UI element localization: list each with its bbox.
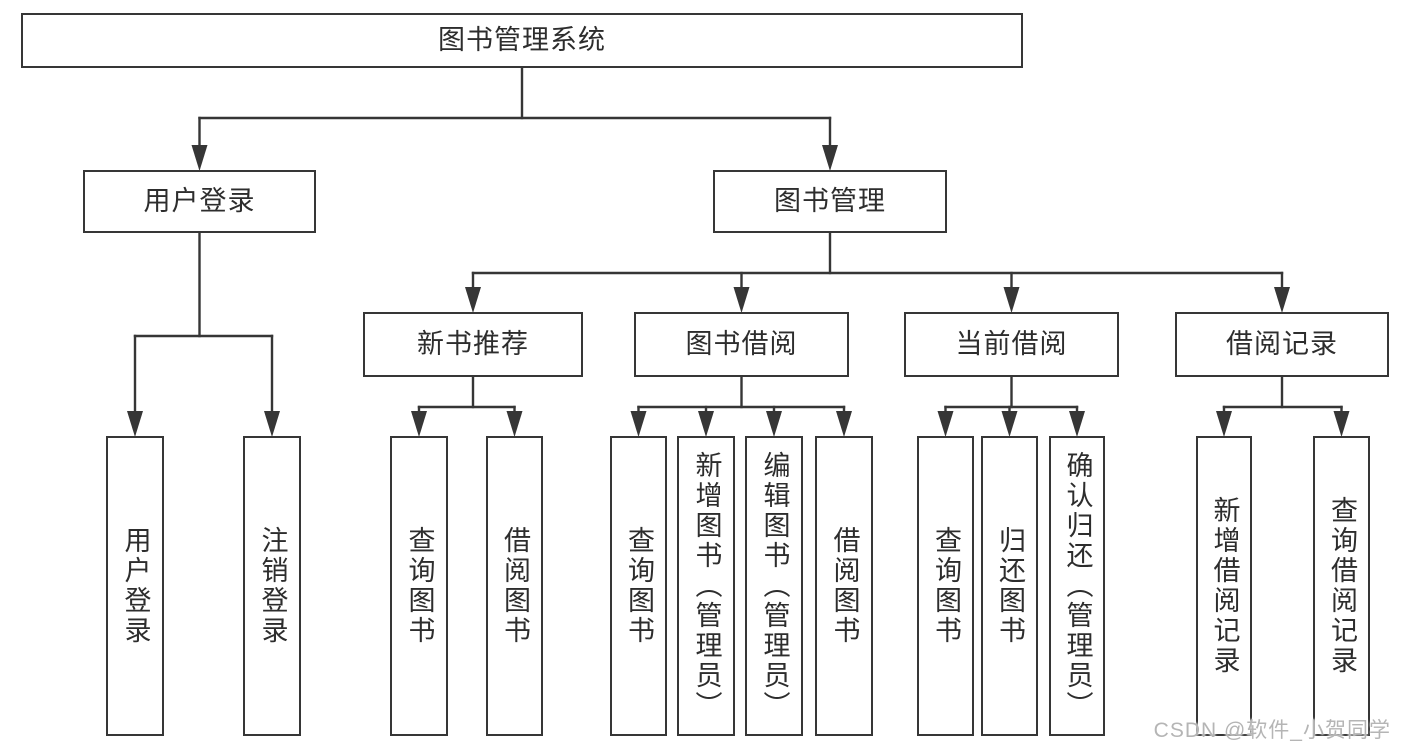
node-nb-query: 查询图书 — [390, 436, 448, 736]
node-nb-borrow: 借阅图书 — [486, 436, 543, 736]
edge-nb — [411, 375, 523, 437]
arrowhead-icon — [411, 411, 427, 437]
node-label-bb-add: 新增图书（管理员） — [691, 451, 722, 721]
node-mgmt: 图书管理 — [713, 170, 947, 233]
arrowhead-icon — [1216, 411, 1232, 437]
node-label-cb-query: 查询图书 — [931, 526, 961, 646]
arrowhead-icon — [264, 411, 280, 437]
arrowhead-icon — [733, 287, 750, 313]
arrowhead-icon — [630, 411, 647, 437]
node-cb-confirm: 确认归还（管理员） — [1049, 436, 1105, 736]
edge-login — [127, 231, 280, 437]
node-cb-return: 归还图书 — [981, 436, 1038, 736]
node-label-nb-query: 查询图书 — [404, 526, 435, 646]
node-root: 图书管理系统 — [21, 13, 1023, 68]
node-label-bb: 图书借阅 — [685, 329, 798, 359]
node-label-nb: 新书推荐 — [417, 329, 529, 359]
node-login: 用户登录 — [83, 170, 316, 233]
node-label-bb-edit: 编辑图书（管理员） — [759, 451, 790, 721]
arrowhead-icon — [1001, 411, 1018, 437]
node-label-cb-confirm: 确认归还（管理员） — [1062, 451, 1093, 721]
arrowhead-icon — [698, 411, 714, 437]
node-label-mgmt: 图书管理 — [774, 186, 886, 216]
node-label-br-add: 新增借阅记录 — [1209, 496, 1240, 676]
node-bb-edit: 编辑图书（管理员） — [745, 436, 803, 736]
node-label-bb-query: 查询图书 — [624, 526, 654, 646]
arrowhead-icon — [822, 145, 838, 171]
node-bb-borrow: 借阅图书 — [815, 436, 873, 736]
edge-bb — [630, 375, 852, 437]
node-br: 借阅记录 — [1175, 312, 1389, 377]
node-label-root: 图书管理系统 — [438, 25, 606, 55]
node-label-cb: 当前借阅 — [955, 329, 1068, 359]
node-label-login-user: 用户登录 — [120, 526, 151, 646]
node-label-nb-borrow: 借阅图书 — [500, 526, 530, 646]
arrowhead-icon — [836, 411, 852, 437]
node-br-add: 新增借阅记录 — [1196, 436, 1252, 736]
node-br-query: 查询借阅记录 — [1313, 436, 1370, 736]
node-label-login-logout: 注销登录 — [257, 526, 288, 646]
node-label-br: 借阅记录 — [1226, 329, 1338, 359]
arrowhead-icon — [1069, 411, 1085, 437]
edge-mgmt — [465, 231, 1290, 313]
node-bb-add: 新增图书（管理员） — [677, 436, 735, 736]
arrowhead-icon — [506, 411, 523, 437]
node-bb-query: 查询图书 — [610, 436, 667, 736]
node-nb: 新书推荐 — [363, 312, 583, 377]
node-cb: 当前借阅 — [904, 312, 1119, 377]
arrowhead-icon — [127, 411, 143, 437]
arrowhead-icon — [191, 145, 208, 171]
arrowhead-icon — [1274, 287, 1290, 313]
arrowhead-icon — [937, 411, 954, 437]
edge-br — [1216, 375, 1350, 437]
arrowhead-icon — [1003, 287, 1020, 313]
node-login-logout: 注销登录 — [243, 436, 301, 736]
edge-root — [191, 66, 838, 171]
node-bb: 图书借阅 — [634, 312, 849, 377]
arrowhead-icon — [1333, 411, 1350, 437]
arrowhead-icon — [766, 411, 782, 437]
node-label-br-query: 查询借阅记录 — [1327, 496, 1357, 676]
node-label-login: 用户登录 — [143, 186, 256, 216]
node-label-bb-borrow: 借阅图书 — [829, 526, 860, 646]
arrowhead-icon — [465, 287, 481, 313]
node-cb-query: 查询图书 — [917, 436, 974, 736]
edge-cb — [937, 375, 1085, 437]
node-login-user: 用户登录 — [106, 436, 164, 736]
node-label-cb-return: 归还图书 — [995, 526, 1025, 646]
